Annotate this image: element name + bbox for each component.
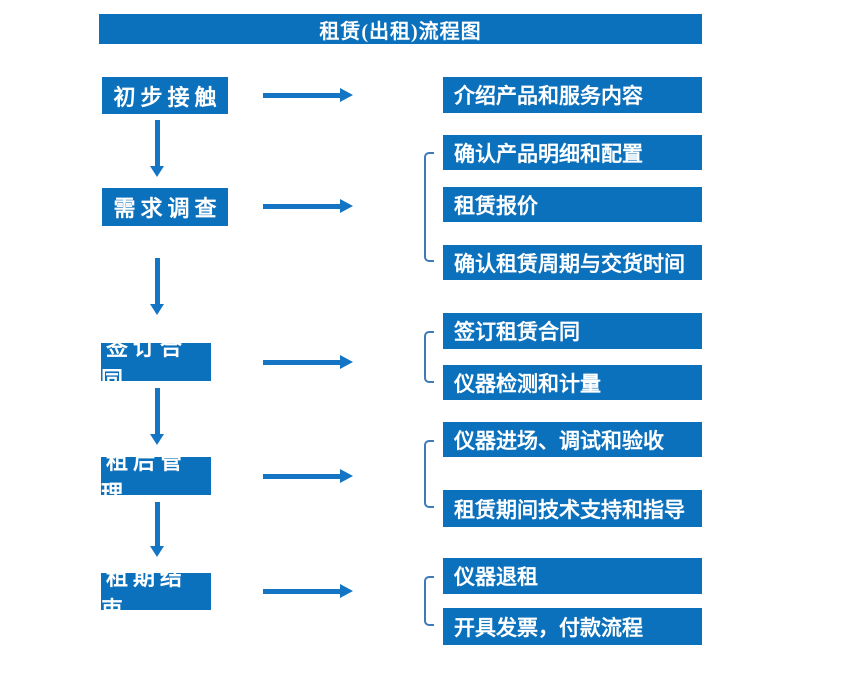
arrow-shaft bbox=[263, 474, 340, 479]
right-arrow-icon bbox=[263, 199, 353, 213]
arrow-shaft bbox=[263, 204, 340, 209]
group-bracket bbox=[424, 440, 434, 508]
right-arrow-icon bbox=[263, 584, 353, 598]
detail-box: 确认租赁周期与交货时间 bbox=[443, 245, 702, 280]
detail-box: 确认产品明细和配置 bbox=[443, 135, 702, 170]
down-arrow-icon bbox=[150, 388, 165, 445]
detail-box: 仪器退租 bbox=[443, 558, 702, 594]
detail-box: 介绍产品和服务内容 bbox=[443, 77, 702, 113]
step-box-post-rental-management: 租后管理 bbox=[101, 449, 211, 506]
arrow-head bbox=[340, 355, 353, 369]
arrow-head bbox=[150, 166, 164, 177]
step-box-sign-contract: 签订合同 bbox=[101, 335, 211, 392]
arrow-shaft bbox=[155, 388, 160, 434]
down-arrow-icon bbox=[150, 502, 165, 557]
detail-box: 签订租赁合同 bbox=[443, 313, 702, 349]
group-bracket bbox=[424, 576, 434, 626]
flowchart-title: 租赁(出租)流程图 bbox=[99, 14, 702, 44]
arrow-shaft bbox=[263, 589, 340, 594]
down-arrow-icon bbox=[150, 258, 165, 315]
group-bracket bbox=[424, 152, 434, 262]
step-box-initial-contact: 初步接触 bbox=[102, 77, 228, 114]
right-arrow-icon bbox=[263, 88, 353, 102]
step-box-demand-survey: 需求调查 bbox=[102, 188, 228, 226]
detail-box: 租赁报价 bbox=[443, 187, 702, 222]
arrow-shaft bbox=[155, 258, 160, 304]
arrow-head bbox=[150, 434, 164, 445]
arrow-head bbox=[340, 584, 353, 598]
arrow-head bbox=[340, 469, 353, 483]
step-box-rental-end: 租期结束 bbox=[101, 565, 211, 622]
arrow-head bbox=[150, 546, 164, 557]
detail-box: 仪器检测和计量 bbox=[443, 365, 702, 400]
arrow-head bbox=[150, 304, 164, 315]
down-arrow-icon bbox=[150, 120, 165, 177]
arrow-shaft bbox=[263, 93, 340, 98]
arrow-shaft bbox=[155, 502, 160, 546]
right-arrow-icon bbox=[263, 469, 353, 483]
group-bracket bbox=[424, 331, 434, 383]
arrow-shaft bbox=[155, 120, 160, 166]
arrow-head bbox=[340, 199, 353, 213]
detail-box: 仪器进场、调试和验收 bbox=[443, 422, 702, 457]
right-arrow-icon bbox=[263, 355, 353, 369]
arrow-head bbox=[340, 88, 353, 102]
arrow-shaft bbox=[263, 360, 340, 365]
detail-box: 开具发票，付款流程 bbox=[443, 608, 702, 645]
detail-box: 租赁期间技术支持和指导 bbox=[443, 490, 702, 527]
